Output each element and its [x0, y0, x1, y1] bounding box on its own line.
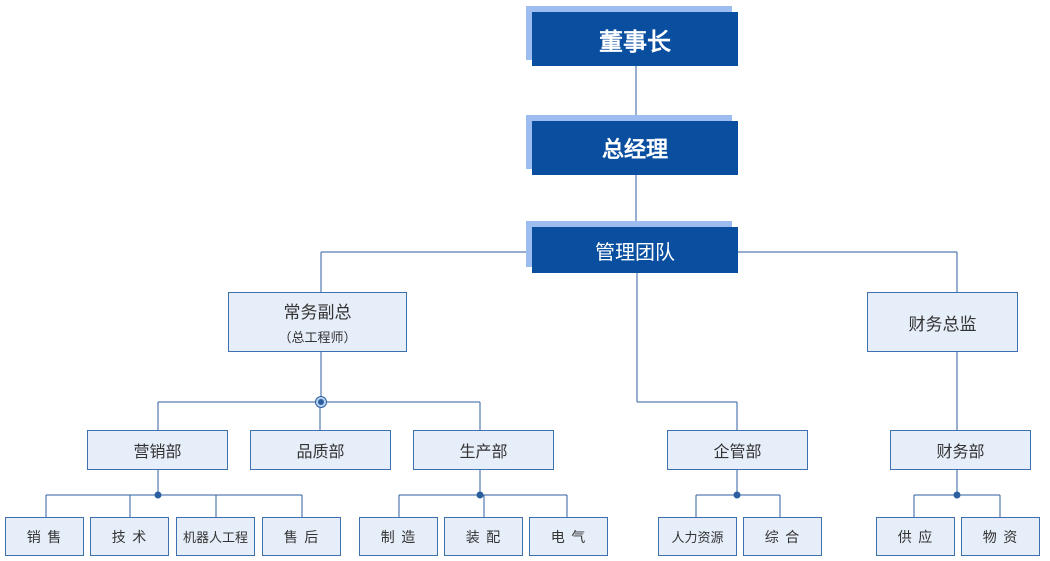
management-team-box: 管理团队 — [526, 221, 738, 273]
section-sales-label: 销 售 — [26, 529, 63, 546]
dept-quality-label: 品质部 — [296, 442, 345, 461]
dept-finance-label: 财务部 — [936, 442, 985, 461]
section-materials: 物 资 — [961, 517, 1040, 556]
section-hr: 人力资源 — [658, 517, 737, 556]
section-supply: 供 应 — [876, 517, 955, 556]
section-tech-label: 技 术 — [111, 529, 148, 546]
section-robot-eng-label: 机器人工程 — [182, 531, 248, 546]
section-assembly-label: 装 配 — [465, 529, 502, 546]
section-sales: 销 售 — [5, 517, 84, 556]
dept-quality: 品质部 — [250, 430, 391, 470]
dept-enterprise-mgmt: 企管部 — [667, 430, 808, 470]
chairman-label: 董事长 — [532, 12, 738, 66]
executive-vp-subtitle: （总工程师） — [278, 331, 357, 346]
section-general-label: 综 合 — [764, 529, 801, 546]
dept-finance: 财务部 — [890, 430, 1031, 470]
dept-production-label: 生产部 — [459, 442, 508, 461]
section-manufacturing-label: 制 造 — [380, 529, 417, 546]
finance-director-label: 财务总监 — [908, 314, 977, 335]
section-electric-gas: 电 气 — [529, 517, 608, 556]
section-manufacturing: 制 造 — [359, 517, 438, 556]
section-after-sales: 售 后 — [262, 517, 341, 556]
section-tech: 技 术 — [90, 517, 169, 556]
dept-sales: 营销部 — [87, 430, 228, 470]
dept-sales-label: 营销部 — [133, 442, 182, 461]
finance-director-box: 财务总监 — [867, 292, 1018, 352]
management-team-label: 管理团队 — [532, 227, 738, 273]
dept-production: 生产部 — [413, 430, 554, 470]
section-robot-eng: 机器人工程 — [176, 517, 255, 556]
dept-enterprise-mgmt-label: 企管部 — [713, 442, 762, 461]
section-materials-label: 物 资 — [982, 529, 1019, 546]
chairman-box: 董事长 — [526, 6, 738, 66]
section-general: 综 合 — [743, 517, 822, 556]
executive-vp-title: 常务副总 — [283, 303, 352, 323]
section-hr-label: 人力资源 — [671, 531, 724, 546]
section-assembly: 装 配 — [444, 517, 523, 556]
general-manager-label: 总经理 — [532, 121, 738, 175]
general-manager-box: 总经理 — [526, 115, 738, 175]
executive-vp-box: 常务副总 （总工程师） — [228, 292, 407, 352]
section-supply-label: 供 应 — [897, 529, 934, 546]
section-electric-gas-label: 电 气 — [550, 529, 587, 546]
section-after-sales-label: 售 后 — [283, 529, 320, 546]
